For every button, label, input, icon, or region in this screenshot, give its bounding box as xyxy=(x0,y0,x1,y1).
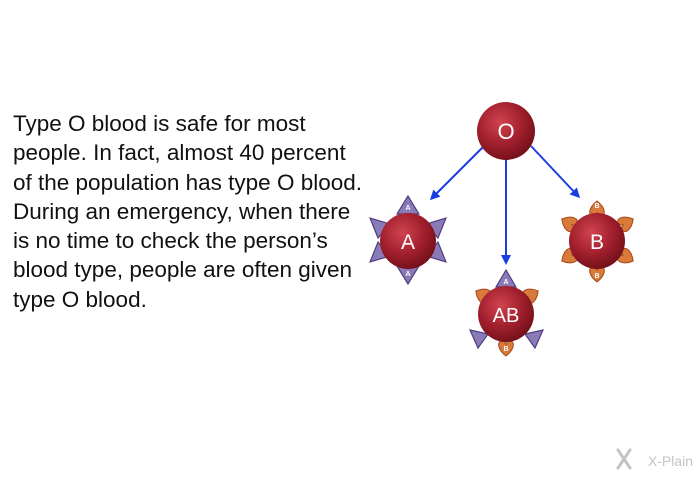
cell-a-label: A xyxy=(401,231,415,254)
cell-ab-label: AB xyxy=(493,305,520,327)
red-blood-cell-icon xyxy=(478,286,534,342)
cell-ab: A B AB xyxy=(468,268,545,357)
antigen-a-label: A xyxy=(405,205,410,212)
arrow-o-to-b xyxy=(530,145,581,199)
antigen-a-label: A xyxy=(405,271,410,278)
arrow-o-to-a xyxy=(429,145,485,201)
cell-o: O xyxy=(477,102,535,160)
x-plain-logo-icon: X-Plain xyxy=(616,448,693,470)
red-blood-cell-icon xyxy=(569,213,625,269)
red-blood-cell-icon xyxy=(477,102,535,160)
arrows-group xyxy=(429,145,581,265)
cell-a: A A A xyxy=(368,194,448,286)
antigen-b-label: B xyxy=(503,346,508,353)
antigen-b-label: B xyxy=(594,273,599,280)
antigen-a-label: A xyxy=(503,279,508,286)
logo-text: X-Plain xyxy=(648,453,693,469)
red-blood-cell-icon xyxy=(380,213,436,269)
triangle-antigen-icon xyxy=(368,194,448,286)
triangle-antigen-icon xyxy=(468,268,545,350)
cell-b: B B B xyxy=(557,200,638,283)
antigen-b-label: B xyxy=(594,203,599,210)
explanation-paragraph: Type O blood is safe for most people. In… xyxy=(13,111,363,312)
cell-b-label: B xyxy=(590,231,604,254)
cell-o-label: O xyxy=(497,119,514,144)
